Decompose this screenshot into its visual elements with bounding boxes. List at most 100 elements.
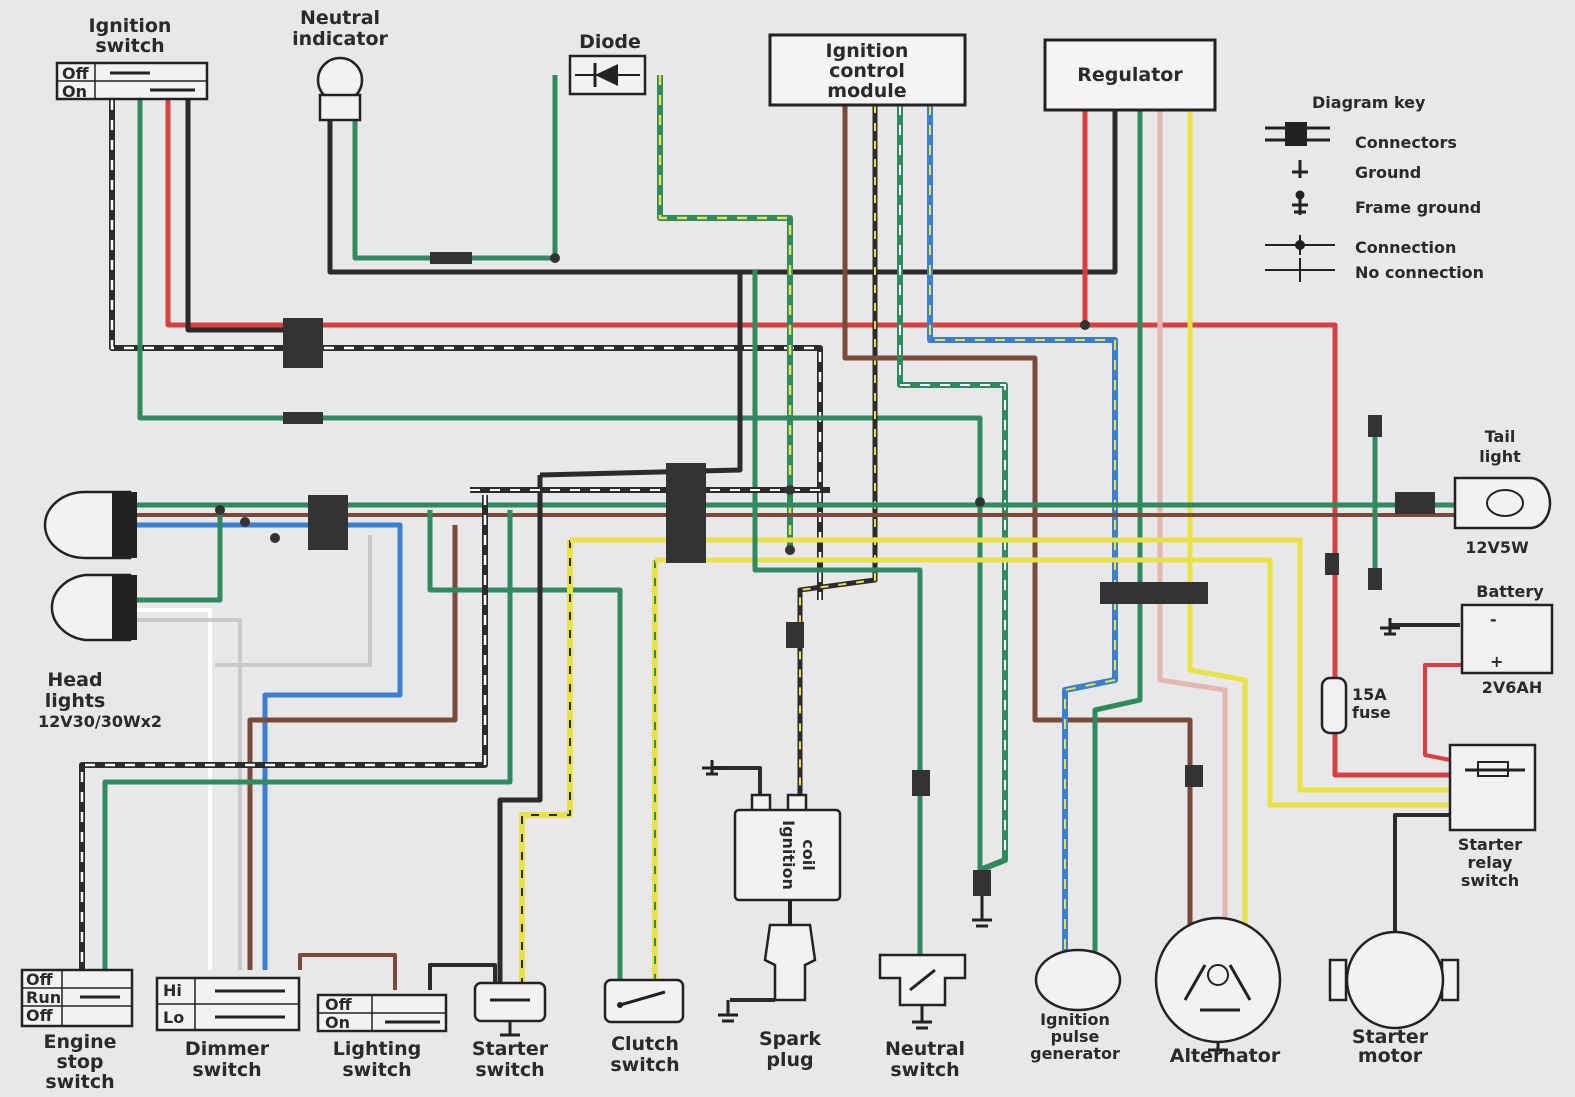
- svg-text:module: module: [827, 80, 906, 102]
- head-lights: Head lights 12V30/30Wx2: [38, 490, 162, 731]
- wire-yellow-relay: [655, 557, 1450, 808]
- connector: [666, 463, 706, 563]
- svg-text:Off: Off: [325, 995, 353, 1014]
- ground-icon: [718, 1000, 738, 1023]
- svg-text:switch: switch: [45, 1071, 114, 1093]
- ignition-switch: Ignition switch Off On: [55, 15, 209, 101]
- connector: [283, 318, 323, 368]
- svg-text:15A: 15A: [1352, 685, 1387, 704]
- svg-text:Ignition: Ignition: [779, 820, 798, 890]
- svg-text:switch: switch: [342, 1059, 411, 1081]
- svg-text:Starter: Starter: [1458, 835, 1522, 854]
- wire-black-indicator: [327, 110, 1118, 275]
- wire-green-indicator: [352, 75, 558, 261]
- frame-ground-key-icon: [1292, 190, 1308, 215]
- svg-text:Neutral: Neutral: [300, 7, 380, 29]
- connector: [1395, 492, 1435, 514]
- pulse-generator-icon: [1034, 948, 1122, 1012]
- svg-text:Dimmer: Dimmer: [185, 1038, 270, 1060]
- svg-text:relay: relay: [1468, 853, 1514, 872]
- dimmer-switch: Hi Lo Dimmer switch: [155, 976, 301, 1081]
- wire-green-vert: [752, 270, 923, 955]
- svg-text:generator: generator: [1030, 1044, 1120, 1063]
- wire-icm-green-white: [897, 105, 1008, 873]
- connector: [1185, 765, 1203, 787]
- connector: [308, 495, 348, 550]
- svg-text:Spark: Spark: [759, 1028, 821, 1050]
- no-connection-key-icon: [1265, 258, 1335, 282]
- ignition-pulse-generator: Ignition pulse generator: [1030, 948, 1122, 1063]
- connectors: [215, 252, 1435, 896]
- wire-reg-green: [1092, 110, 1143, 955]
- connector: [786, 622, 804, 648]
- lighting-switch: Off On Lighting switch: [316, 993, 448, 1081]
- diode: Diode: [568, 31, 647, 96]
- wire-green-engine-stop: [102, 510, 513, 985]
- neutral-indicator: Neutral indicator: [292, 7, 388, 122]
- svg-text:switch: switch: [192, 1059, 261, 1081]
- wire-green-center: [427, 510, 623, 985]
- connector: [283, 412, 323, 424]
- clutch-switch-icon: [603, 978, 685, 1024]
- relay-icon: [1448, 743, 1537, 832]
- svg-text:Hi: Hi: [163, 981, 182, 1000]
- svg-text:switch: switch: [1461, 871, 1519, 890]
- svg-text:pulse: pulse: [1051, 1027, 1100, 1046]
- spark-plug: Spark plug: [718, 900, 821, 1071]
- wire-headlight-white: [130, 608, 212, 970]
- svg-text:Lo: Lo: [163, 1008, 184, 1027]
- svg-text:+: +: [1490, 652, 1503, 671]
- wire-brown-lighting: [247, 525, 458, 970]
- svg-text:switch: switch: [475, 1059, 544, 1081]
- wire-headlight-green: [130, 510, 223, 603]
- battery-icon: [1460, 603, 1554, 675]
- headlight-icon: [50, 573, 132, 642]
- connector: [1325, 553, 1339, 575]
- ground-icon: [1208, 1042, 1228, 1052]
- svg-text:Off: Off: [26, 970, 54, 989]
- svg-text:Run: Run: [26, 988, 61, 1007]
- alternator-icon: [1154, 916, 1282, 1044]
- svg-text:Lighting: Lighting: [333, 1038, 421, 1060]
- clutch-switch: Clutch switch: [603, 978, 685, 1076]
- wire-relay-motor: [1393, 813, 1450, 955]
- svg-text:coil: coil: [799, 839, 818, 870]
- key-title: Diagram key: [1312, 93, 1426, 112]
- ignition-switch-row-on: On: [62, 82, 87, 101]
- wire-icm-black: [797, 105, 878, 800]
- svg-text:switch: switch: [610, 1054, 679, 1076]
- diagram-key: Diagram key Connectors Ground Frame grou…: [1265, 93, 1484, 282]
- svg-text:Alternator: Alternator: [1170, 1045, 1281, 1067]
- svg-text:plug: plug: [766, 1049, 813, 1071]
- svg-text:Battery: Battery: [1476, 582, 1544, 601]
- svg-text:Frame ground: Frame ground: [1355, 198, 1481, 217]
- wire-brown-lighting-2: [298, 953, 397, 990]
- svg-text:Diode: Diode: [579, 31, 641, 53]
- svg-text:lights: lights: [45, 690, 106, 712]
- wire-reg-yellow: [1187, 110, 1248, 955]
- connector: [912, 770, 930, 796]
- svg-text:fuse: fuse: [1352, 703, 1391, 722]
- svg-text:2V6AH: 2V6AH: [1482, 678, 1542, 697]
- ground-icon: [912, 1005, 932, 1030]
- tail-light: Tail light 12V5W: [1453, 427, 1552, 557]
- wire-green-ignition: [137, 80, 983, 870]
- connector: [430, 252, 472, 264]
- svg-text:Tail: Tail: [1485, 427, 1516, 446]
- connector-key-icon: [1265, 122, 1330, 146]
- connector: [1368, 415, 1382, 437]
- svg-text:-: -: [1490, 610, 1497, 629]
- wire-black-starter-2: [428, 963, 497, 990]
- ignition-switch-row-off: Off: [62, 64, 90, 83]
- svg-text:stop: stop: [56, 1051, 103, 1073]
- headlight-icon: [43, 490, 132, 560]
- svg-text:control: control: [829, 60, 905, 82]
- battery: Battery - + 2V6AH: [1380, 582, 1554, 697]
- starter-switch-icon: [473, 981, 547, 1023]
- ground-icon: [1380, 618, 1400, 636]
- wire-battery-red: [1423, 663, 1470, 762]
- svg-text:No connection: No connection: [1355, 263, 1484, 282]
- svg-text:Starter: Starter: [472, 1038, 549, 1060]
- svg-text:Ignition: Ignition: [826, 40, 909, 62]
